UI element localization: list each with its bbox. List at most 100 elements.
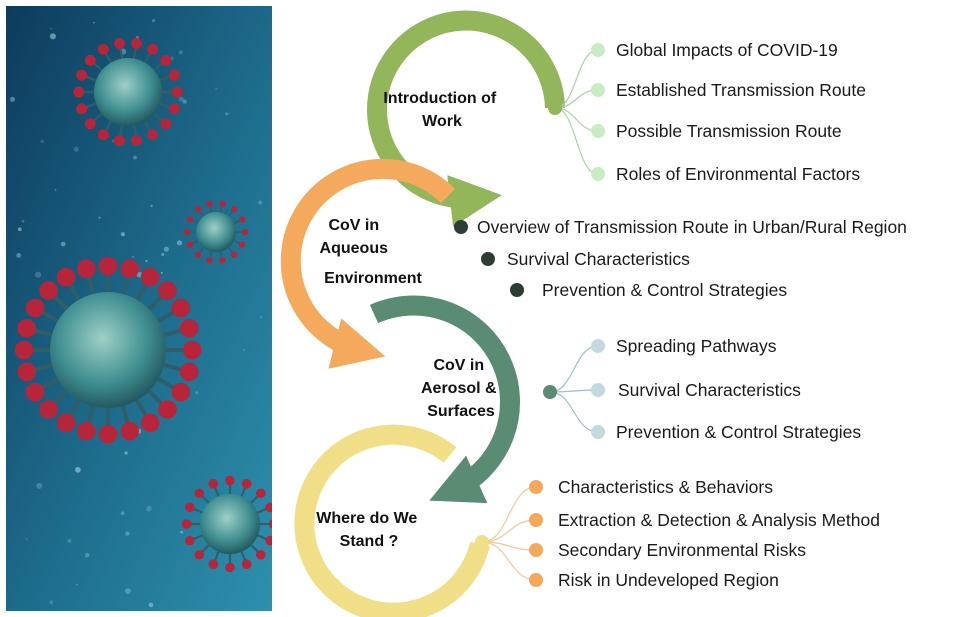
virus-spike-tip [56,413,76,433]
virus-spike-tip [230,206,238,213]
particle-dot [93,21,95,24]
virus-spike-tip [179,362,199,382]
virus-spike-tip [265,502,272,513]
virus-spike-tip [76,103,88,115]
virus-spike-tip [265,535,272,546]
virus-spike-tip [241,559,252,569]
intro-item-1: Global Impacts of COVID-19 [616,40,838,60]
particle-dot [225,112,229,116]
stand-title: Where do We Stand ? [316,510,422,550]
virus-body [196,212,236,252]
intro-bullet-2 [591,83,605,97]
stand-items: Characteristics & Behaviors Extraction &… [529,477,880,590]
aqueous-title-line-3: Environment [324,270,422,287]
virus-spike-tip [255,488,266,499]
virus-spike-tip [84,54,96,66]
aerosol-title-line-2: Aerosol & [421,380,497,397]
stand-hub-dot [475,535,489,549]
aerosol-item-1: Spreading Pathways [616,336,777,356]
particle-dot [49,27,52,30]
intro-title: Introduction of Work [383,90,500,130]
stand-branch-line [481,541,537,581]
coronavirus-illustration [6,6,272,611]
virus-spike-tip [241,479,252,489]
virus-small-right [183,200,249,264]
aerosol-item-2: Survival Characteristics [618,380,801,400]
virus-spike-tip [131,38,143,49]
virus-spike-tip [56,267,76,287]
particle-dot [120,511,125,516]
virus-particles [14,38,272,573]
virus-spike-tip [76,421,96,441]
virus-spike-tip [268,519,272,529]
virus-spike-tip [39,281,58,300]
particle-dot [178,96,184,102]
virus-spike-tip [241,228,249,236]
virus-spike-tip [181,519,192,529]
virus-spike-tip [186,241,194,248]
virus-spike-tip [219,257,226,264]
virus-bottom-right [181,475,272,573]
particle-dot [98,216,101,219]
aerosol-branch-line [549,345,599,393]
aqueous-item-2: Survival Characteristics [507,249,690,269]
virus-spike-tip [185,502,195,513]
particle-dot [215,87,218,90]
aqueous-ring-arc [280,158,456,369]
particle-dot [182,99,187,104]
virus-spike-tip [73,86,85,98]
virus-spike-tip [194,251,202,258]
virus-spike-tip [113,38,125,49]
aerosol-branch-line [549,391,599,433]
virus-large [14,256,202,444]
intro-title-line-2: Work [422,113,462,130]
virus-spike-tip [225,475,235,486]
intro-item-4: Roles of Environmental Factors [616,164,860,184]
aqueous-title-line-1: CoV in [328,217,379,234]
aqueous-bullet-3 [510,283,524,297]
stand-bullet-3 [529,543,543,557]
aerosol-title: CoV in Aerosol & Surfaces [421,357,501,420]
stand-title-line-1: Where do We [316,510,417,527]
virus-spike-tip [206,200,213,207]
particle-dot [125,531,130,536]
virus-spike-tip [208,479,219,489]
aerosol-hub-dot [543,385,557,399]
particle-dot [60,241,66,247]
particle-dot [151,19,156,23]
virus-spike-tip [179,318,199,338]
intro-title-line-1: Introduction of [383,90,497,107]
virus-spike-tip [120,421,140,441]
stand-branch-line [481,519,537,543]
stand-item-1: Characteristics & Behaviors [558,477,773,497]
virus-spike-tip [76,259,96,279]
particle-dot [76,583,78,586]
particle-dot [25,538,28,540]
virus-spike-tip [183,228,191,236]
particle-dot [120,232,125,237]
aerosol-title-line-3: Surfaces [427,403,495,420]
virus-spike-tip [171,298,191,318]
virus-spike-tip [25,298,45,318]
virus-spike-tip [238,241,246,248]
stand-title-line-2: Stand ? [340,533,399,550]
stand-item-3: Secondary Environmental Risks [558,540,806,560]
stand-bullet-2 [529,513,543,527]
virus-spike-tip [230,251,238,258]
particle-dot [132,256,134,258]
virus-spike-tip [158,400,177,419]
virus-spike-tip [182,340,202,360]
virus-spike-tip [160,118,172,130]
particle-dot [150,204,153,208]
particle-dot [163,246,169,252]
aerosol-ring-arc [369,295,520,504]
bullet-branches [475,49,599,581]
virus-body [94,58,162,126]
virus-body [200,494,260,554]
stand-bullet-1 [529,480,543,494]
virus-spike-tip [97,129,109,141]
virus-spike-tip [25,382,45,402]
particle-dot [75,466,81,473]
virus-spike-tip [206,257,213,264]
